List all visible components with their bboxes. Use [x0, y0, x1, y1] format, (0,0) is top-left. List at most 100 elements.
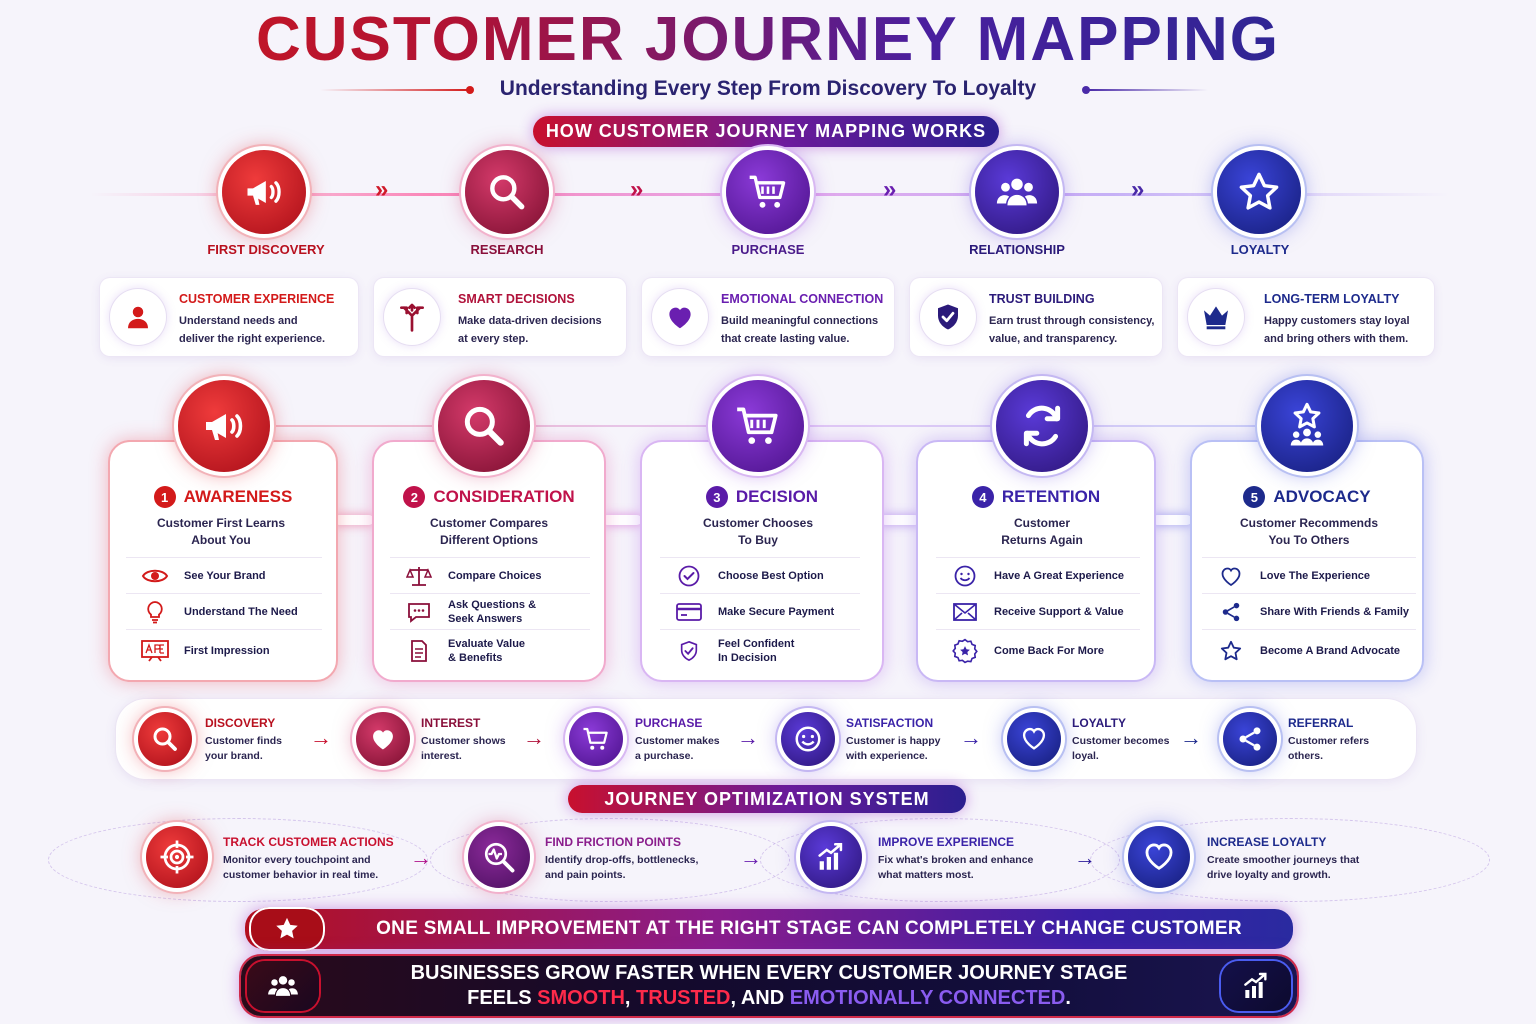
envelope-icon — [953, 602, 977, 621]
pulse-search-icon — [484, 842, 515, 873]
stage-label-purchase: PURCHASE — [731, 242, 805, 257]
benefit-title: CUSTOMER EXPERIENCE — [179, 292, 335, 306]
phase-panel-consideration: 2 CONSIDERATION Customer Compares Differ… — [372, 440, 606, 682]
phase-item: Make Secure Payment — [660, 593, 860, 629]
opt-text-2: customer behavior in real time. — [223, 869, 379, 881]
phase-panel-advocacy: 5 ADVOCACY Customer Recommends You To Ot… — [1190, 440, 1424, 682]
opt-text-1: Identify drop-offs, bottlenecks, — [545, 854, 699, 866]
eye-icon — [141, 569, 169, 582]
flow-arrow-2: → — [523, 725, 545, 750]
heart-outline-icon — [1022, 727, 1046, 750]
search-icon — [153, 727, 177, 751]
phase-item: See Your Brand — [126, 557, 322, 593]
phase-sub-1: Customer — [1013, 516, 1070, 530]
purchase-flow-icon — [569, 712, 623, 766]
credit-card-icon — [676, 602, 702, 621]
megaphone-icon — [247, 181, 281, 205]
star-outline-icon — [1220, 640, 1242, 660]
shield-check-icon — [680, 640, 698, 661]
relationship-stage-icon — [975, 150, 1059, 234]
phase-title: 4 RETENTION — [918, 486, 1154, 508]
benefit-text-2: deliver the right experience. — [179, 333, 326, 345]
retention-phase-icon — [996, 380, 1088, 472]
phase-link-4 — [1152, 515, 1192, 525]
phase-item: Come Back For More — [936, 629, 1140, 671]
opt-title: FIND FRICTION POINTS — [545, 835, 681, 849]
billboard-icon — [141, 639, 169, 662]
people-icon — [247, 961, 319, 1011]
phase-title: 5 ADVOCACY — [1192, 486, 1422, 508]
document-icon — [411, 639, 427, 662]
how-it-works-label: HOW CUSTOMER JOURNEY MAPPING WORKS — [533, 116, 999, 147]
orbit-ring-1 — [48, 818, 428, 902]
benefit-title: SMART DECISIONS — [458, 292, 575, 306]
crown-icon — [1188, 289, 1244, 345]
phase-sub-2: Different Options — [440, 533, 538, 547]
person-icon — [110, 289, 166, 345]
subtitle-line-right — [1088, 89, 1208, 91]
consideration-phase-icon — [438, 380, 530, 472]
growth-banner: BUSINESSES GROW FASTER WHEN EVERY CUSTOM… — [241, 956, 1297, 1016]
flow-arrow-5: → — [1180, 725, 1202, 750]
improve-experience-icon — [800, 826, 862, 888]
phase-panel-retention: 4 RETENTION Customer Returns Again Have … — [916, 440, 1156, 682]
loyalty-stage-icon — [1217, 150, 1301, 234]
trusted-word: TRUSTED — [636, 987, 731, 1009]
flow-arrow-1: → — [310, 725, 332, 750]
phase-title: 3 DECISION — [642, 486, 882, 508]
emotional-word: EMOTIONALLY CONNECTED — [789, 987, 1066, 1009]
benefit-text-2: at every step. — [458, 333, 529, 345]
split-arrows-icon — [384, 289, 440, 345]
phase-link-2 — [602, 515, 642, 525]
growth-banner-line-2: FEELS SMOOTH, TRUSTED, AND EMOTIONALLY C… — [467, 987, 1071, 1009]
phase-title-text: RETENTION — [1001, 487, 1101, 506]
opt-arrow-3: → — [1074, 845, 1096, 870]
scale-icon — [406, 566, 432, 586]
badge-star-icon — [952, 638, 978, 663]
phase-sub-1: Customer First Learns — [156, 516, 286, 530]
opt-title: TRACK CUSTOMER ACTIONS — [223, 835, 394, 849]
benefit-card-customer-experience: CUSTOMER EXPERIENCE Understand needs and… — [100, 278, 358, 356]
benefit-text-1: Earn trust through consistency, — [989, 315, 1155, 327]
lightbulb-icon — [147, 600, 163, 623]
flow-title: SATISFACTION — [846, 716, 934, 730]
flow-text-1: Customer is happy — [846, 735, 941, 747]
opt-text-2: drive loyalty and growth. — [1207, 869, 1331, 881]
opt-text-1: Create smoother journeys that — [1207, 854, 1360, 866]
chevron-4: » — [1131, 176, 1145, 203]
flow-text-2: others. — [1288, 750, 1324, 762]
discovery-flow-icon — [138, 712, 192, 766]
benefit-text-1: Build meaningful connections — [721, 315, 879, 327]
phase-number: 4 — [971, 486, 994, 508]
search-icon — [464, 406, 504, 446]
subtitle-dot-left — [466, 86, 474, 94]
benefit-card-smart-decisions: SMART DECISIONS Make data-driven decisio… — [374, 278, 626, 356]
phase-panel-awareness: 1 AWARENESS Customer First Learns About … — [108, 440, 338, 682]
flow-text-1: Customer refers — [1288, 735, 1370, 747]
phase-item: Have A Great Experience — [936, 557, 1140, 593]
phase-item: Evaluate Value& Benefits — [390, 629, 590, 671]
benefit-card-long-term-loyalty: LONG-TERM LOYALTY Happy customers stay l… — [1178, 278, 1434, 356]
phase-title-text: ADVOCACY — [1273, 487, 1371, 506]
growth-banner-line-1: BUSINESSES GROW FASTER WHEN EVERY CUSTOM… — [410, 962, 1128, 984]
smile-icon — [795, 726, 821, 752]
smile-icon — [954, 565, 976, 586]
heart-outline-icon — [1221, 567, 1241, 586]
phase-item: Become A Brand Advocate — [1202, 629, 1416, 671]
opt-text-2: what matters most. — [878, 869, 974, 881]
first-discovery-stage-icon — [222, 150, 306, 234]
cart-icon — [583, 727, 608, 750]
benefit-title: TRUST BUILDING — [989, 292, 1095, 306]
shield-check-icon — [920, 289, 976, 345]
flow-text-2: interest. — [421, 750, 462, 762]
phase-title: 1 AWARENESS — [110, 486, 336, 508]
phase-sub-1: Customer Recommends — [1239, 516, 1379, 530]
star-icon — [1239, 172, 1279, 210]
opt-title: IMPROVE EXPERIENCE — [878, 835, 1015, 849]
phase-item: Receive Support & Value — [936, 593, 1140, 629]
phase-link-1 — [334, 515, 374, 525]
satisfaction-flow-icon — [781, 712, 835, 766]
opt-text-1: Fix what's broken and enhance — [878, 854, 1034, 866]
phase-sub-1: Customer Compares — [429, 516, 549, 530]
benefit-card-emotional-connection: EMOTIONAL CONNECTION Build meaningful co… — [642, 278, 894, 356]
